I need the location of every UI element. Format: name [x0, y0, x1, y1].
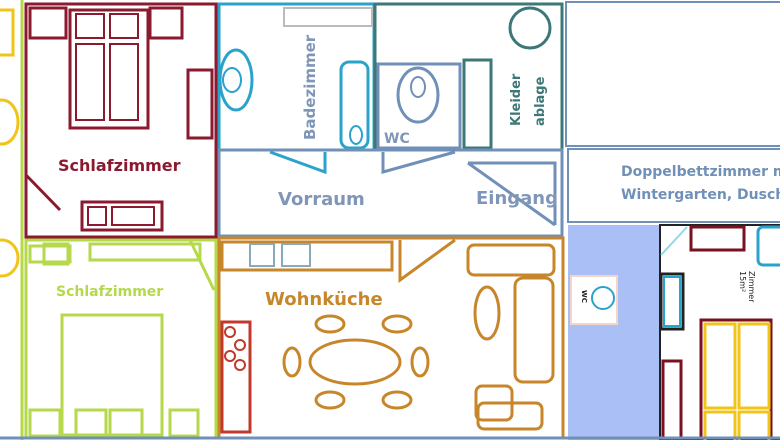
right-wc-label: WC: [580, 290, 588, 303]
description-line1: Doppelbettzimmer m: [621, 164, 780, 180]
right-section: [565, 1, 780, 440]
right-room-label-line2: 15m²: [738, 271, 747, 292]
bedroom-1-label: Schlafzimmer: [58, 156, 181, 175]
right-room-label-line1: Zimmer: [747, 271, 756, 303]
bathroom: [217, 2, 376, 175]
kitchen-living: [217, 236, 565, 440]
bedroom-2-label: Schlafzimmer: [56, 284, 163, 300]
bathroom-label: Badezimmer: [301, 34, 319, 140]
cloakroom-label-line1: Kleider: [509, 73, 524, 126]
entrance-label: Eingang: [476, 188, 558, 209]
kitchen-living-label: Wohnküche: [265, 289, 383, 310]
bedroom-1: [24, 2, 218, 239]
cloakroom-label-line2: ablage: [533, 76, 548, 126]
wc-label: WC: [384, 131, 410, 147]
description-line2: Wintergarten, Dusch: [621, 187, 780, 203]
left-edge-furniture: [0, 0, 24, 440]
hallway: [217, 148, 564, 238]
hallway-label: Vorraum: [278, 189, 365, 210]
bedroom-2: [24, 238, 218, 440]
